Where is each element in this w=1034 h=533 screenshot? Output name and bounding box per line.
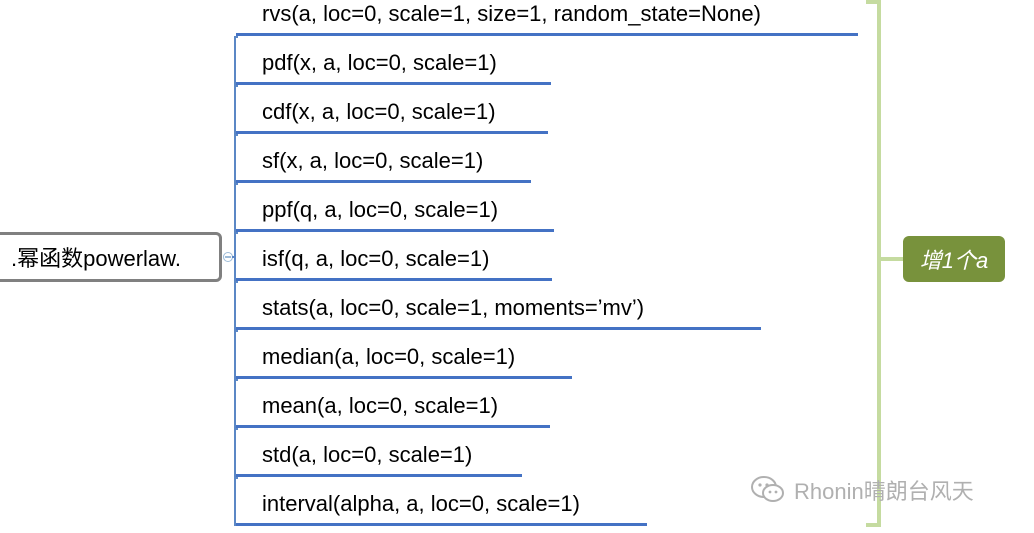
branch-node-interval[interactable] — [236, 477, 647, 526]
branch-label-median: median(a, loc=0, scale=1) — [262, 344, 516, 369]
summary-node-label: 增1个a — [919, 248, 989, 273]
branch-connector — [234, 477, 238, 479]
branch-connector — [234, 183, 238, 185]
branch-label-pdf: pdf(x, a, loc=0, scale=1) — [262, 50, 497, 75]
branch-label-mean: mean(a, loc=0, scale=1) — [262, 393, 499, 418]
branch-connector — [234, 281, 238, 283]
branch-node-stats[interactable] — [236, 281, 761, 330]
wechat-icon — [751, 476, 784, 502]
branch-label-rvs: rvs(a, loc=0, scale=1, size=1, random_st… — [262, 1, 761, 26]
branch-connector — [234, 428, 238, 430]
branch-connector — [234, 330, 238, 332]
branch-node-pdf[interactable] — [236, 36, 551, 85]
branch-label-std: std(a, loc=0, scale=1) — [262, 442, 473, 467]
branch-label-interval: interval(alpha, a, loc=0, scale=1) — [262, 491, 580, 516]
branch-node-median[interactable] — [236, 330, 572, 379]
summary-brace — [877, 0, 881, 527]
root-connector — [232, 256, 236, 258]
branch-label-sf: sf(x, a, loc=0, scale=1) — [262, 148, 484, 173]
summary-brace-connector — [881, 257, 903, 261]
root-node[interactable]: .幂函数powerlaw. — [0, 232, 222, 282]
branch-label-stats: stats(a, loc=0, scale=1, moments=’mv’) — [262, 295, 645, 320]
branch-connector — [234, 379, 238, 381]
branch-node-std[interactable] — [236, 428, 522, 477]
branch-node-mean[interactable] — [236, 379, 550, 428]
summary-node[interactable]: 增1个a — [903, 236, 1005, 282]
summary-brace-top — [866, 0, 881, 4]
branch-node-isf[interactable] — [236, 232, 552, 281]
watermark-text: Rhonin晴朗台风天 — [794, 479, 974, 504]
branch-node-sf[interactable] — [236, 134, 531, 183]
branch-connector — [234, 134, 238, 136]
branch-label-ppf: ppf(q, a, loc=0, scale=1) — [262, 197, 499, 222]
branch-connector — [234, 85, 238, 87]
branch-node-cdf[interactable] — [236, 85, 548, 134]
summary-brace-bottom — [866, 523, 881, 527]
branch-node-ppf[interactable] — [236, 183, 554, 232]
branch-connector — [234, 232, 238, 234]
branch-node-rvs[interactable] — [236, 0, 858, 36]
root-node-label: .幂函数powerlaw. — [11, 246, 181, 271]
branch-connector — [234, 36, 238, 38]
watermark: Rhonin晴朗台风天 — [750, 474, 974, 506]
branch-label-cdf: cdf(x, a, loc=0, scale=1) — [262, 99, 496, 124]
branch-label-isf: isf(q, a, loc=0, scale=1) — [262, 246, 490, 271]
